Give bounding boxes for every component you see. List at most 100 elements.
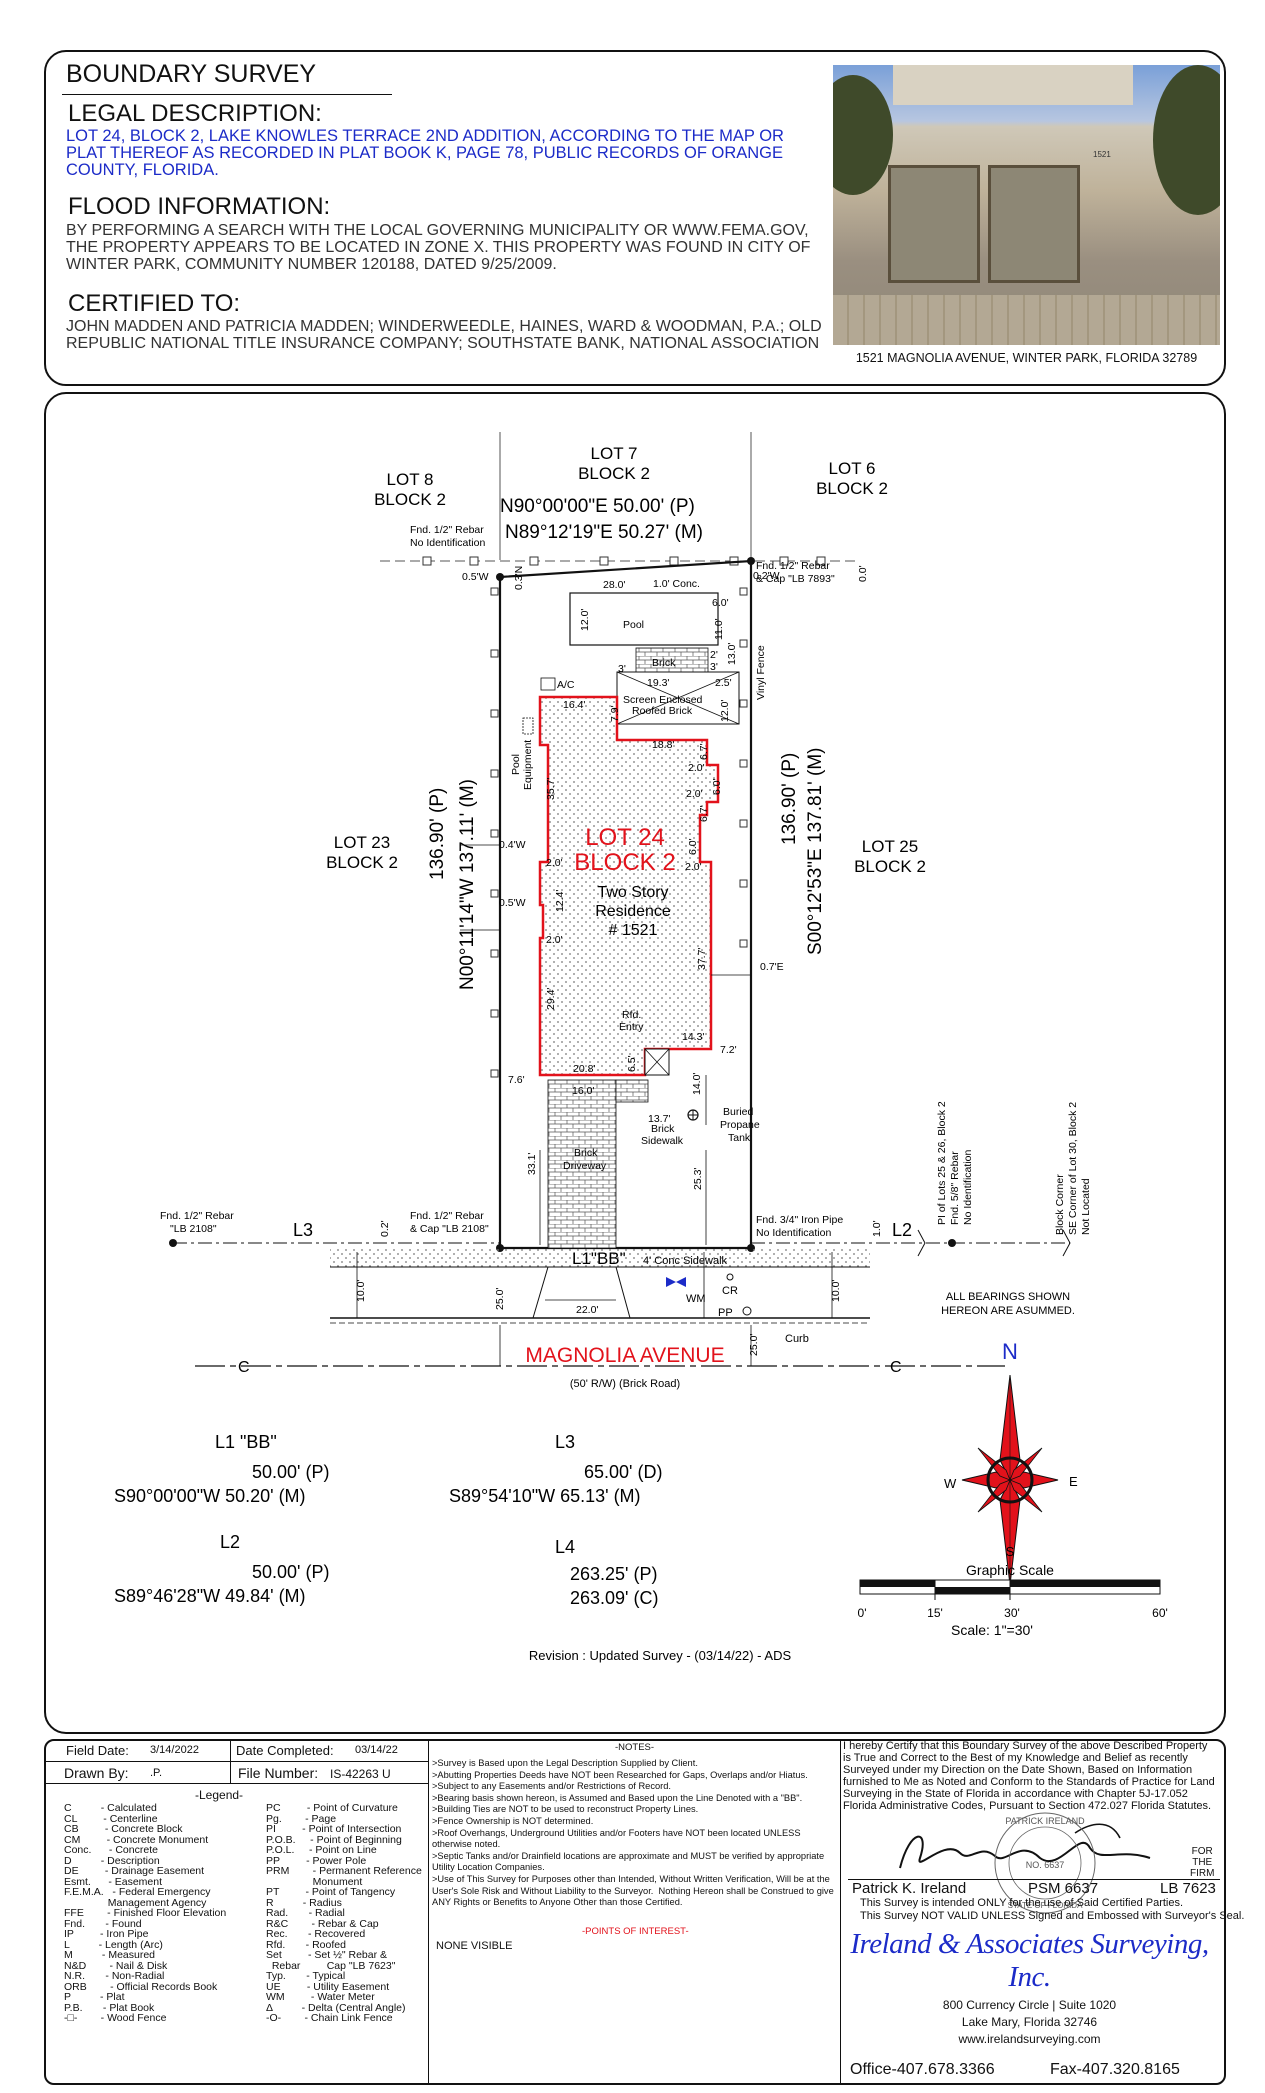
certification-text: I hereby Certify that this Boundary Surv… — [843, 1740, 1215, 1812]
firm-website: www.irelandsurveying.com — [958, 2032, 1101, 2046]
intended-use-1: This Survey is intended ONLY for the use… — [860, 1897, 1184, 1909]
survey-title: BOUNDARY SURVEY — [66, 60, 317, 88]
svg-text:50.00' (P): 50.00' (P) — [252, 1462, 329, 1482]
svg-text:No Identification: No Identification — [410, 537, 485, 549]
break-mark-1 — [917, 1229, 926, 1257]
svg-text:28.0': 28.0' — [603, 579, 625, 591]
firm-address-2: Lake Mary, Florida 32746 — [961, 2015, 1098, 2029]
svg-text:13.0': 13.0' — [726, 643, 738, 665]
svg-text:ALL BEARINGS SHOWN: ALL BEARINGS SHOWN — [946, 1291, 1070, 1303]
svg-text:Curb: Curb — [785, 1333, 809, 1345]
lot-label: LOT 24 — [585, 824, 665, 851]
svg-text:263.25' (P): 263.25' (P) — [570, 1564, 658, 1584]
scale-title: Graphic Scale — [966, 1562, 1054, 1578]
svg-text:S89°54'10"W 65.13' (M): S89°54'10"W 65.13' (M) — [449, 1486, 641, 1506]
house-number-plate: 1521 — [1093, 150, 1111, 159]
svg-text:6.0': 6.0' — [712, 597, 729, 609]
svg-text:16.4': 16.4' — [563, 699, 585, 711]
svg-text:A/C: A/C — [557, 679, 575, 691]
svg-text:Block Corner: Block Corner — [1054, 1174, 1066, 1235]
svg-text:& Cap "LB 2108": & Cap "LB 2108" — [410, 1223, 489, 1235]
svg-text:60': 60' — [1152, 1606, 1168, 1620]
svg-text:BLOCK 2: BLOCK 2 — [578, 464, 650, 483]
svg-text:2.0': 2.0' — [546, 857, 563, 869]
west-bearing-measured: N00°11'14"W 137.11' (M) — [457, 779, 478, 990]
svg-text:35.7': 35.7' — [545, 778, 557, 800]
svg-text:33.1': 33.1' — [526, 1153, 538, 1175]
block-label: BLOCK 2 — [574, 849, 675, 876]
svg-text:7.9': 7.9' — [609, 705, 621, 722]
svg-text:2.5': 2.5' — [715, 677, 732, 689]
svg-text:2.0': 2.0' — [546, 934, 563, 946]
firm-block: Ireland & Associates Surveying, Inc. 800… — [843, 1928, 1216, 2046]
completed-label: Date Completed: — [236, 1743, 334, 1758]
firm-address-1: 800 Currency Circle | Suite 1020 — [942, 1998, 1117, 2012]
svg-text:0': 0' — [858, 1606, 867, 1620]
svg-text:0.0': 0.0' — [857, 565, 869, 582]
nw-corner — [496, 573, 504, 581]
lot23-label: LOT 23 — [334, 833, 390, 852]
svg-text:WM: WM — [686, 1293, 706, 1305]
field-date-label: Field Date: — [66, 1743, 129, 1758]
survey-plan: LOT 8 BLOCK 2 LOT 7 BLOCK 2 LOT 6 BLOCK … — [114, 432, 1168, 1663]
svg-text:Tank: Tank — [728, 1132, 751, 1144]
east-bearing-measured: S00°12'53"E 137.81' (M) — [805, 748, 826, 956]
notes-title: -NOTES- — [615, 1742, 655, 1753]
svg-text:Fnd. 1/2" Rebar: Fnd. 1/2" Rebar — [160, 1210, 234, 1222]
svg-text:10.0': 10.0' — [830, 1280, 842, 1302]
svg-text:11.0': 11.0' — [713, 618, 725, 640]
dimension-labels: 0.5'W 0.3'N 28.0' 0.2'W 0.0' 12.0' 6.0' … — [355, 565, 883, 1356]
legend-left: C - Calculated CL - Centerline CB - Conc… — [64, 1802, 227, 2024]
svg-text:22.0': 22.0' — [576, 1304, 598, 1316]
tree-right — [1153, 65, 1220, 215]
flood-text: BY PERFORMING A SEARCH WITH THE LOCAL GO… — [66, 222, 811, 273]
lot25-label: LOT 25 — [862, 837, 918, 856]
lot6-label: LOT 6 — [829, 459, 876, 478]
surveyor-name: Patrick K. Ireland — [852, 1880, 967, 1897]
svg-text:CR: CR — [722, 1285, 738, 1297]
svg-text:29.4': 29.4' — [545, 988, 557, 1010]
surveyor-psm: PSM 6637 — [1028, 1880, 1099, 1897]
svg-text:Fnd. 5/8" Rebar: Fnd. 5/8" Rebar — [949, 1151, 961, 1225]
svg-text:15': 15' — [927, 1606, 943, 1620]
svg-text:E: E — [1069, 1474, 1078, 1489]
pool — [569, 592, 719, 646]
svg-text:Vinyl Fence: Vinyl Fence — [755, 645, 767, 700]
svg-text:0.7'E: 0.7'E — [760, 961, 784, 973]
east-bearing-plat: 136.90' (P) — [779, 753, 800, 845]
revision-note: Revision : Updated Survey - (03/14/22) -… — [529, 1648, 792, 1663]
svg-text:Fnd. 3/4" Iron Pipe: Fnd. 3/4" Iron Pipe — [756, 1214, 843, 1226]
north-arrow — [961, 1374, 1059, 1586]
svg-text:Brick: Brick — [651, 1123, 675, 1135]
svg-text:7.2': 7.2' — [720, 1044, 737, 1056]
svg-text:65.00' (D): 65.00' (D) — [584, 1462, 662, 1482]
svg-text:Fnd. 1/2" Rebar: Fnd. 1/2" Rebar — [410, 524, 484, 536]
svg-text:L1 "BB": L1 "BB" — [215, 1432, 277, 1452]
north-bearing-measured: N89°12'19"E 50.27' (M) — [505, 522, 703, 543]
garage-door-right — [988, 165, 1080, 283]
svg-text:20.8': 20.8' — [573, 1063, 595, 1075]
svg-text:0.2': 0.2' — [379, 1220, 391, 1237]
east-fence — [739, 587, 748, 948]
field-date-value: 3/14/2022 — [150, 1744, 199, 1756]
svg-text:6.5': 6.5' — [626, 1055, 638, 1072]
svg-text:Buried: Buried — [723, 1106, 754, 1118]
svg-text:HEREON ARE ASUMMED.: HEREON ARE ASUMMED. — [941, 1305, 1075, 1317]
svg-text:Pool: Pool — [510, 754, 522, 775]
svg-text:Equipment: Equipment — [522, 740, 534, 790]
plan-frame — [44, 392, 1226, 1734]
svg-text:2': 2' — [710, 649, 718, 661]
svg-text:PATRICK IRELAND: PATRICK IRELAND — [1005, 1816, 1085, 1826]
file-label: File Number: — [238, 1765, 319, 1781]
svg-text:BLOCK 2: BLOCK 2 — [854, 857, 926, 876]
completed-value: 03/14/22 — [355, 1744, 398, 1756]
street-name: MAGNOLIA AVENUE — [525, 1344, 724, 1367]
line-l3-label: L3 — [293, 1220, 313, 1240]
firm-name: Ireland & Associates Surveying, Inc. — [850, 1928, 1209, 1993]
svg-text:2.0': 2.0' — [688, 762, 705, 774]
lot8-label: LOT 8 — [387, 470, 434, 489]
svg-text:Fnd. 1/2" Rebar: Fnd. 1/2" Rebar — [756, 560, 830, 572]
svg-text:# 1521: # 1521 — [609, 922, 658, 939]
roof — [893, 65, 1133, 105]
notes-text: >Survey is Based upon the Legal Descript… — [432, 1758, 834, 1908]
